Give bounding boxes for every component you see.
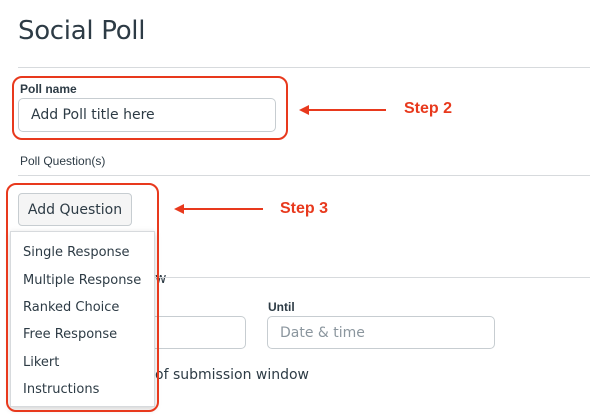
title-divider [18,67,590,68]
poll-name-label: Poll name [20,82,77,96]
step2-highlight-box [12,76,288,140]
step3-label: Step 3 [280,200,329,217]
poll-questions-label: Poll Question(s) [20,154,106,168]
menu-item-single-response[interactable]: Single Response [23,245,130,260]
step3-arrow-line [183,208,263,210]
question-type-menu: Single Response Multiple Response Ranked… [10,231,155,407]
step2-arrow-head [299,105,309,115]
step2-arrow-line [308,109,386,111]
step3-arrow-head [174,204,184,214]
step3-highlight-box [6,183,159,412]
until-date-input[interactable] [267,316,495,349]
poll-name-input[interactable] [18,98,276,132]
menu-item-likert[interactable]: Likert [23,355,60,370]
questions-divider [18,175,590,176]
partial-header-text: w [155,271,167,287]
from-date-input[interactable] [145,316,246,349]
submission-window-text: of submission window [155,367,310,383]
until-label: Until [268,300,295,314]
step2-label: Step 2 [404,100,453,117]
add-question-button[interactable]: Add Question [18,193,132,226]
menu-item-multiple-response[interactable]: Multiple Response [23,273,142,288]
menu-item-instructions[interactable]: Instructions [23,382,100,397]
page-title: Social Poll [18,16,146,46]
menu-item-free-response[interactable]: Free Response [23,327,118,342]
section-divider [155,277,590,278]
menu-item-ranked-choice[interactable]: Ranked Choice [23,300,120,315]
